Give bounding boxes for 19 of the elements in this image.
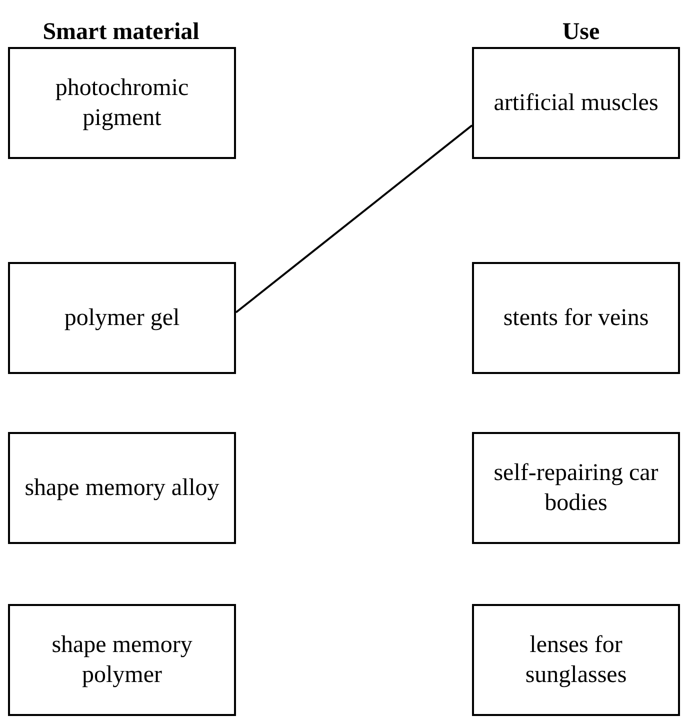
text-box [472,432,680,544]
box-text: photochromic pigment [54,74,190,133]
text-box [472,47,680,159]
text-box [8,604,236,716]
box-text: lenses for sunglasses [524,631,628,690]
box-text: artificial muscles [494,89,658,118]
box-text: polymer gel [64,304,180,333]
text-box [472,262,680,374]
box-text: shape memory polymer [50,631,194,690]
box-text: self-repairing car bodies [492,459,660,518]
box-text: shape memory alloy [24,474,220,503]
text-box [8,432,236,544]
text-box [8,262,236,374]
text-box [472,604,680,716]
text-box [8,47,236,159]
column-heading: Smart material [42,20,200,44]
column-heading: Use [562,20,600,44]
connector-line [235,124,473,314]
box-text: stents for veins [503,304,649,333]
